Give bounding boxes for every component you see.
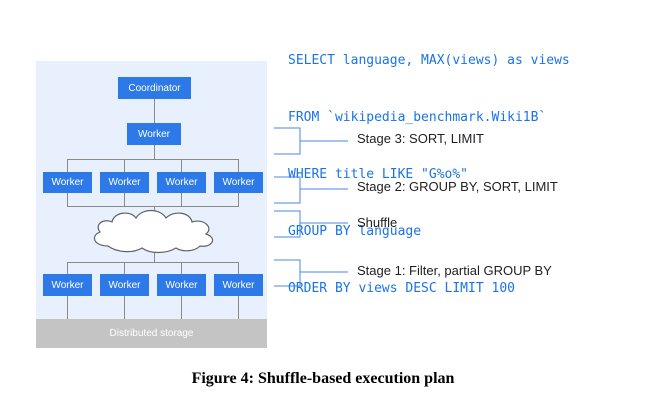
worker-node-stage1: Worker [157, 274, 206, 296]
connector-line [238, 193, 239, 206]
connector-line [124, 296, 125, 319]
worker-node-stage1: Worker [43, 274, 92, 296]
sql-line: SELECT language, MAX(views) as views [288, 53, 570, 68]
connector-line [154, 99, 155, 123]
connector-line [67, 159, 68, 172]
shuffle-label: Shuffle [357, 215, 398, 230]
connector-line [154, 206, 155, 214]
connector-line [181, 262, 182, 274]
shuffle-bracket [274, 210, 348, 238]
connector-line [238, 159, 239, 172]
sql-line: FROM `wikipedia_benchmark.Wiki1B` [288, 110, 547, 125]
sql-line: ORDER BY views DESC LIMIT 100 [288, 281, 515, 296]
coordinator-node: Coordinator [118, 77, 191, 99]
worker-node-stage2: Worker [100, 172, 149, 193]
worker-node-stage1: Worker [214, 274, 263, 296]
worker-node-stage3: Worker [127, 123, 181, 145]
sql-query: SELECT language, MAX(views) as views FRO… [288, 13, 570, 317]
connector-line [154, 145, 155, 159]
distributed-storage: Distributed storage [36, 319, 267, 348]
sql-line: GROUP BY language [288, 224, 422, 239]
connector-line [181, 296, 182, 319]
stage3-label: Stage 3: SORT, LIMIT [357, 131, 484, 146]
stage2-label: Stage 2: GROUP BY, SORT, LIMIT [357, 179, 558, 194]
sql-line: WHERE title LIKE "G%o%" [288, 167, 469, 182]
stage1-bracket [274, 259, 348, 287]
connector-line [67, 296, 68, 319]
stage3-bracket [274, 127, 348, 155]
worker-node-stage2: Worker [43, 172, 92, 193]
connector-line [124, 262, 125, 274]
worker-node-stage2: Worker [214, 172, 263, 193]
connector-line [238, 262, 239, 274]
connector-line [181, 159, 182, 172]
connector-line [67, 193, 68, 206]
connector-line [154, 252, 155, 262]
connector-line [181, 193, 182, 206]
connector-line [67, 159, 239, 160]
worker-node-stage2: Worker [157, 172, 206, 193]
stage1-label: Stage 1: Filter, partial GROUP BY [357, 263, 552, 278]
shuffle-cloud-icon [93, 209, 214, 254]
connector-line [67, 262, 239, 263]
connector-line [67, 262, 68, 274]
connector-line [67, 206, 239, 207]
connector-line [124, 159, 125, 172]
worker-node-stage1: Worker [100, 274, 149, 296]
connector-line [238, 296, 239, 319]
stage2-bracket [274, 176, 348, 204]
figure-caption: Figure 4: Shuffle-based execution plan [191, 370, 455, 387]
connector-line [124, 193, 125, 206]
